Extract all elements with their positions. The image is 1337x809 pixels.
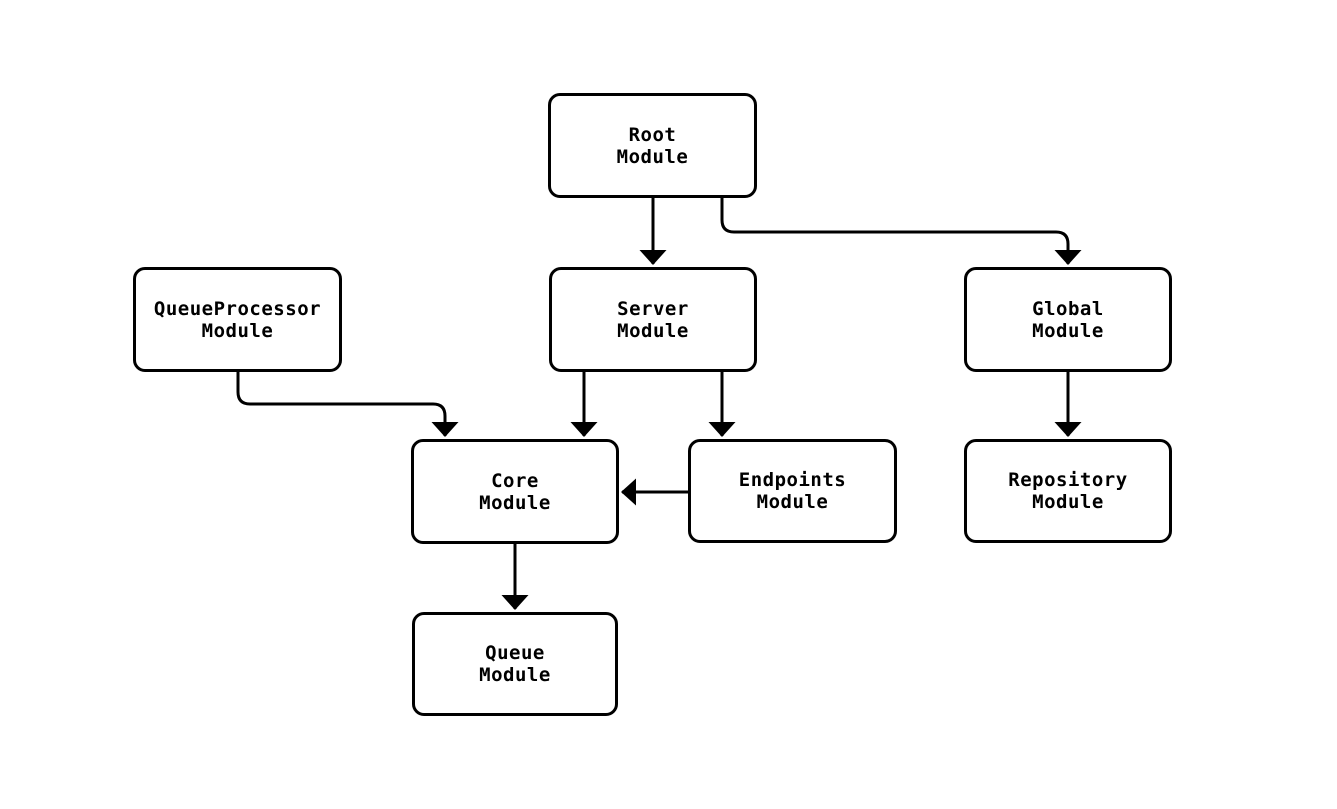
edge-root-to-global	[720, 198, 1082, 265]
node-label-global: Global Module	[1032, 297, 1104, 342]
edge-queueprocessor-to-core	[236, 372, 459, 437]
node-core: Core Module	[411, 439, 619, 544]
node-queueprocessor: QueueProcessor Module	[133, 267, 342, 372]
edges-group	[236, 198, 1082, 610]
node-label-server: Server Module	[617, 297, 689, 342]
node-repository: Repository Module	[964, 439, 1172, 543]
node-root: Root Module	[548, 93, 757, 198]
node-global: Global Module	[964, 267, 1172, 372]
node-label-queueprocessor: QueueProcessor Module	[153, 297, 322, 342]
node-endpoints: Endpoints Module	[688, 439, 897, 543]
node-queue: Queue Module	[412, 612, 618, 716]
node-label-endpoints: Endpoints Module	[738, 469, 847, 513]
node-label-queue: Queue Module	[479, 642, 551, 686]
node-label-root: Root Module	[616, 123, 689, 168]
node-server: Server Module	[549, 267, 757, 372]
node-label-core: Core Module	[479, 469, 551, 514]
node-label-repository: Repository Module	[1008, 469, 1128, 513]
